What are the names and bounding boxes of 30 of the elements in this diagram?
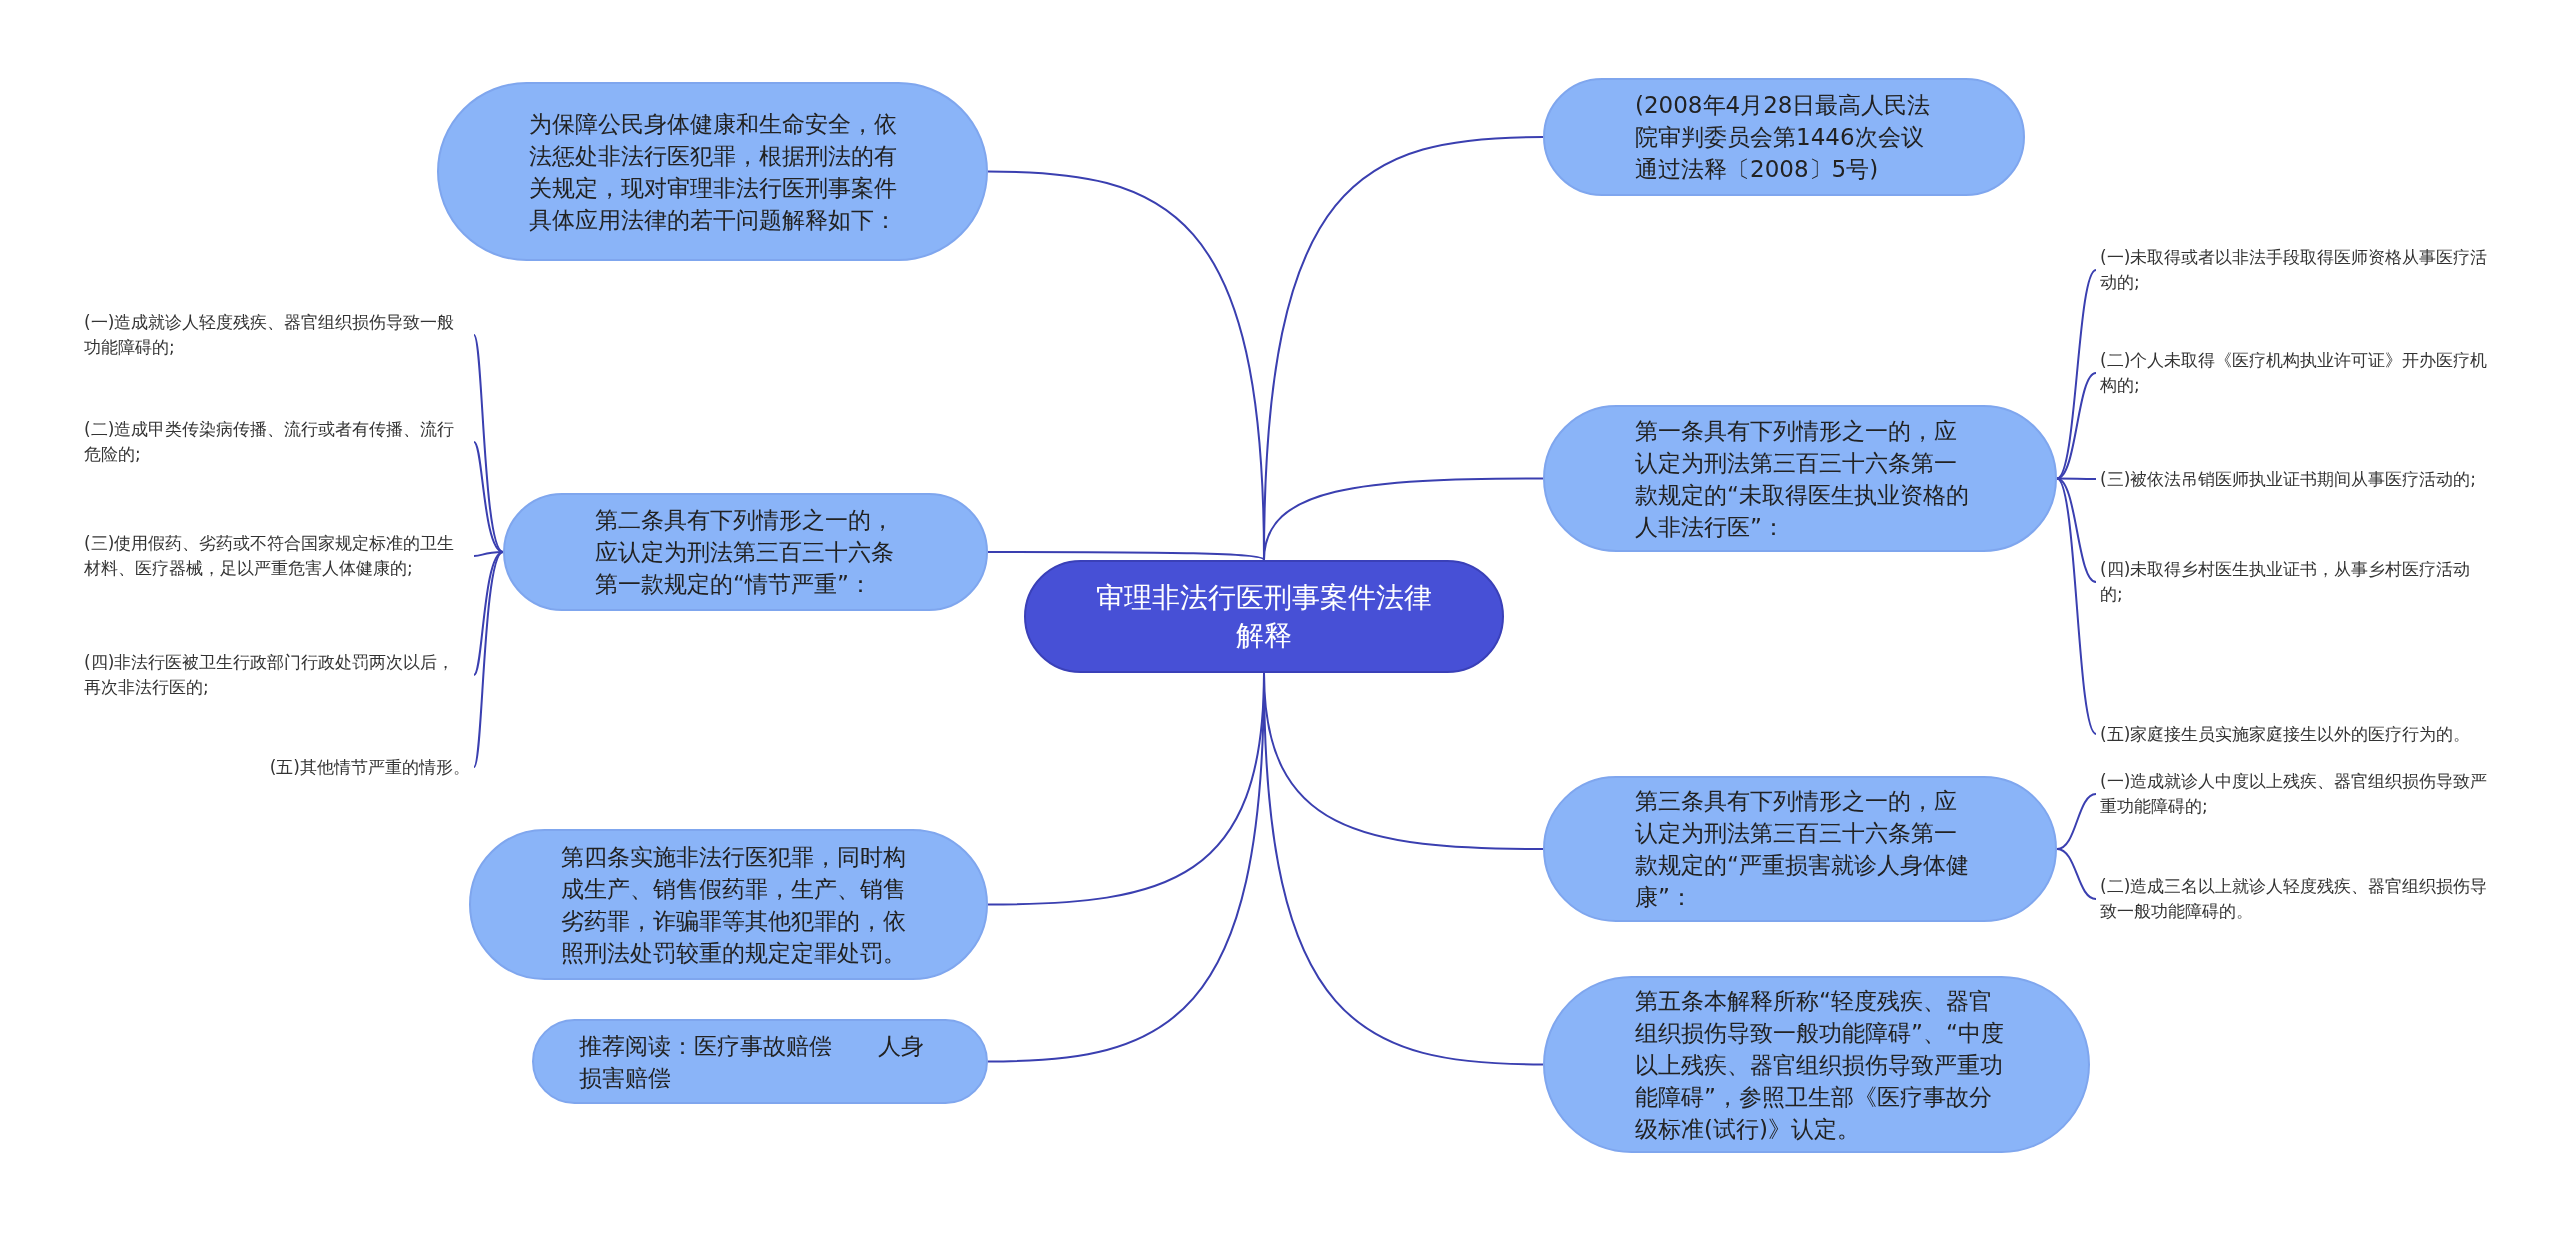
- connector-line: [473, 441, 504, 553]
- connector-line: [473, 551, 504, 768]
- list-item-text: (二)造成甲类传染病传播、流行或者有传播、流行危险的;: [84, 417, 470, 467]
- topic-box: 第二条具有下列情形之一的，应认定为刑法第三百三十六条第一款规定的“情节严重”：: [503, 493, 988, 611]
- connector-line: [2056, 477, 2097, 735]
- topic-box: 为保障公民身体健康和生命安全，依法惩处非法行医犯罪，根据刑法的有关规定，现对审理非法行医刑事案件具体应用法律的若干问题解释如下：: [437, 82, 988, 261]
- connector-line: [2056, 269, 2097, 480]
- connector-line: [473, 551, 504, 676]
- connector-line: [473, 334, 504, 553]
- list-item-text: (三)被依法吊销医师执业证书期间从事医疗活动的;: [2100, 454, 2490, 504]
- list-item-text: (四)非法行医被卫生行政部门行政处罚两次以后，再次非法行医的;: [84, 650, 470, 700]
- list-item-text: (三)使用假药、劣药或不符合国家规定标准的卫生材料、医疗器械，足以严重危害人体健康的;: [84, 518, 470, 594]
- connector-line: [2056, 848, 2097, 900]
- list-item-text: (五)其他情节严重的情形。: [230, 752, 470, 782]
- list-item-text: (四)未取得乡村医生执业证书，从事乡村医疗活动的;: [2100, 557, 2490, 607]
- connector-line: [987, 551, 1265, 561]
- list-item-text: (二)造成三名以上就诊人轻度残疾、器官组织损伤导致一般功能障碍的。: [2100, 874, 2490, 924]
- connector-line: [1263, 477, 1544, 561]
- topic-box: 推荐阅读：医疗事故赔偿 人身损害赔偿: [532, 1019, 988, 1104]
- topic-box: 第五条本解释所称“轻度残疾、器官组织损伤导致一般功能障碍”、“中度以上残疾、器官组织损伤导致严重功能障碍”，参照卫生部《医疗事故分级标准(试行)》认定。: [1543, 976, 2090, 1153]
- topic-box: 第四条实施非法行医犯罪，同时构成生产、销售假药罪，生产、销售劣药罪，诈骗罪等其他犯罪的，依照刑法处罚较重的规定定罪处罚。: [469, 829, 988, 980]
- list-item-text: (五)家庭接生员实施家庭接生以外的医疗行为的。: [2100, 709, 2490, 759]
- topic-box: 第三条具有下列情形之一的，应认定为刑法第三百三十六条第一款规定的“严重损害就诊人身体健康”：: [1543, 776, 2057, 922]
- list-item-text: (一)未取得或者以非法手段取得医师资格从事医疗活动的;: [2100, 245, 2490, 295]
- central-topic-box: 审理非法行医刑事案件法律解释: [1024, 560, 1504, 673]
- list-item-text: (一)造成就诊人轻度残疾、器官组织损伤导致一般功能障碍的;: [84, 310, 470, 360]
- topic-box: 第一条具有下列情形之一的，应认定为刑法第三百三十六条第一款规定的“未取得医生执业资格的人非法行医”：: [1543, 405, 2057, 552]
- topic-box: (2008年4月28日最高人民法院审判委员会第1446次会议通过法释〔2008〕5号): [1543, 78, 2025, 196]
- list-item-text: (二)个人未取得《医疗机构执业许可证》开办医疗机构的;: [2100, 348, 2490, 398]
- list-item-text: (一)造成就诊人中度以上残疾、器官组织损伤导致严重功能障碍的;: [2100, 769, 2490, 819]
